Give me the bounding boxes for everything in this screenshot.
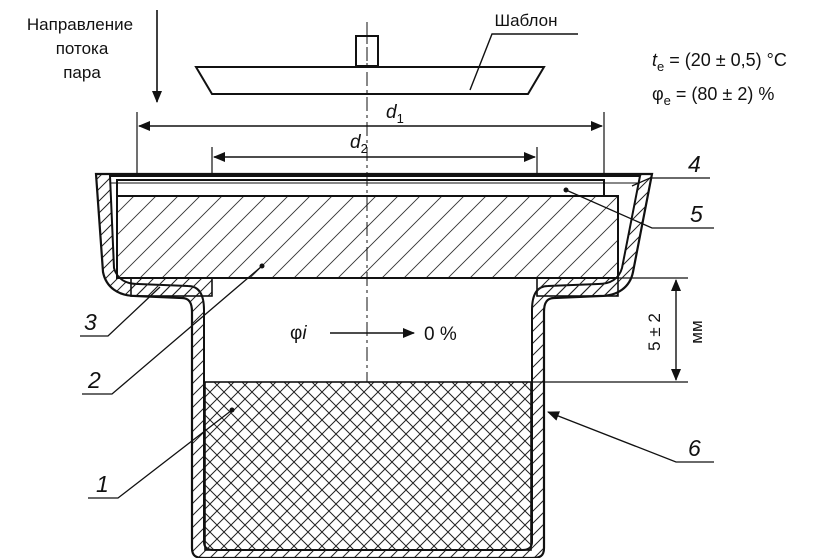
humidity-condition: φe = (80 ± 2) % [652,84,774,108]
desiccant [204,381,532,551]
callout-6: 6 [688,435,701,461]
gap-value-label: 5 ± 2 [645,313,664,351]
callout-2-leader [82,265,263,395]
callout-2-dot [259,263,265,269]
gap-dimension [531,277,688,383]
callout-1-leader [88,409,233,499]
callout-1-dot [229,407,235,413]
callout-3-leader [80,286,161,337]
d1-dimension [136,112,605,176]
flow-direction-label-line3: пара [63,63,101,82]
temperature-condition: te = (20 ± 0,5) °C [652,50,787,74]
phi-i-label: φi [290,323,307,344]
callout-1: 1 [96,471,109,497]
callout-4-leader [631,177,710,187]
template-label: Шаблон [495,11,558,30]
template-leader [469,33,578,91]
callout-6-leader [547,411,714,463]
flow-direction-label-line1: Направление [27,15,133,34]
template-part [194,35,546,95]
d2-label: d2 [350,132,368,156]
callout-3: 3 [84,309,97,335]
zero-percent-label: 0 % [424,324,457,345]
callout-5-leader [565,189,714,229]
callout-5-dot [563,187,569,193]
callout-5: 5 [690,201,703,227]
d1-label: d1 [386,102,404,126]
flow-direction-label-line2: потока [56,39,109,58]
callout-4: 4 [688,151,701,177]
callout-2: 2 [87,367,101,393]
gap-unit-label: мм [687,320,706,343]
gasket-ring [116,179,605,197]
